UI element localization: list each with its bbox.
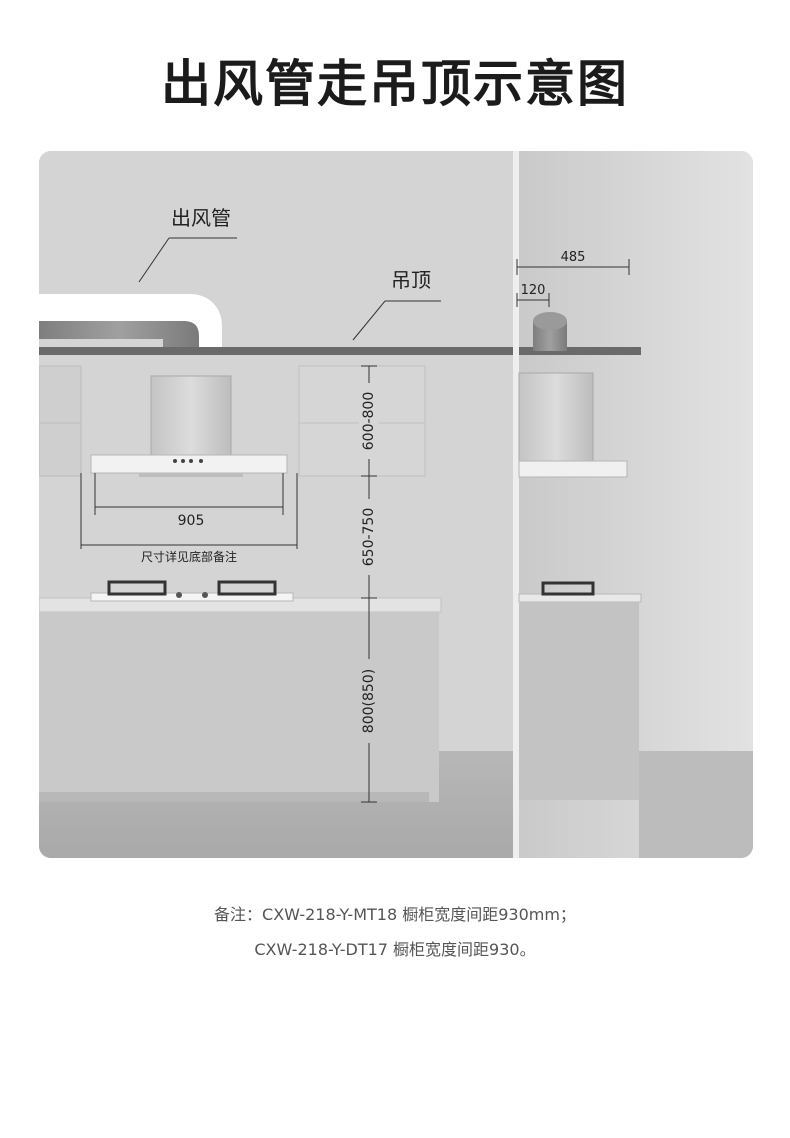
kitchen-diagram: 出风管 吊顶 905 尺寸详见底部备注 600-800 650-750 800(… <box>39 151 753 858</box>
stove-knob <box>176 592 182 598</box>
note-line-2: CXW-218-Y-DT17 橱柜宽度间距930。 <box>254 940 536 959</box>
side-hood-panel <box>518 460 628 478</box>
side-lower-cabinet <box>519 602 639 800</box>
burner-right <box>217 580 277 596</box>
hood-control-dot <box>181 459 185 463</box>
height-counter-label: 800(850) <box>361 669 377 733</box>
duct-leader-line <box>138 237 170 283</box>
hood-width-label: 905 <box>178 513 205 529</box>
hood-panel <box>90 454 288 474</box>
label-bg <box>359 659 379 743</box>
hood-base <box>139 473 243 477</box>
hood-control-dot <box>173 459 177 463</box>
duct-label: 出风管 <box>171 206 231 230</box>
side-divider <box>513 151 519 858</box>
label-bg <box>359 499 379 575</box>
side-depth-label: 485 <box>561 250 586 265</box>
side-duct-top <box>533 312 567 330</box>
size-note-label: 尺寸详见底部备注 <box>141 549 237 564</box>
duct-pipe <box>39 321 199 347</box>
ceiling-leader-line <box>352 300 386 341</box>
side-duct-label: 120 <box>521 283 546 298</box>
cabinet-kick <box>39 792 429 802</box>
ceiling-label: 吊顶 <box>391 268 431 292</box>
label-bg <box>359 383 379 459</box>
burner-left <box>107 580 167 596</box>
diagram-panel: 出风管 吊顶 905 尺寸详见底部备注 600-800 650-750 800(… <box>39 151 753 858</box>
duct-outline <box>39 294 222 347</box>
hood-control-dot <box>199 459 203 463</box>
side-hood-body <box>518 372 594 462</box>
side-burner <box>541 581 595 596</box>
side-floor <box>639 751 753 858</box>
upper-cabinet-left <box>39 365 82 477</box>
side-ceiling-bar <box>519 347 641 355</box>
ceiling-bar <box>39 347 513 355</box>
stove-top <box>90 592 294 602</box>
note-line-1: 备注：CXW-218-Y-MT18 橱柜宽度间距930mm； <box>214 905 576 924</box>
stove-knob <box>202 592 208 598</box>
hood-control-dot <box>189 459 193 463</box>
height-gap-label: 650-750 <box>361 508 377 567</box>
page-title: 出风管走吊顶示意图 <box>161 55 629 113</box>
hood-chimney <box>150 375 232 459</box>
height-hood-label: 600-800 <box>361 392 377 451</box>
